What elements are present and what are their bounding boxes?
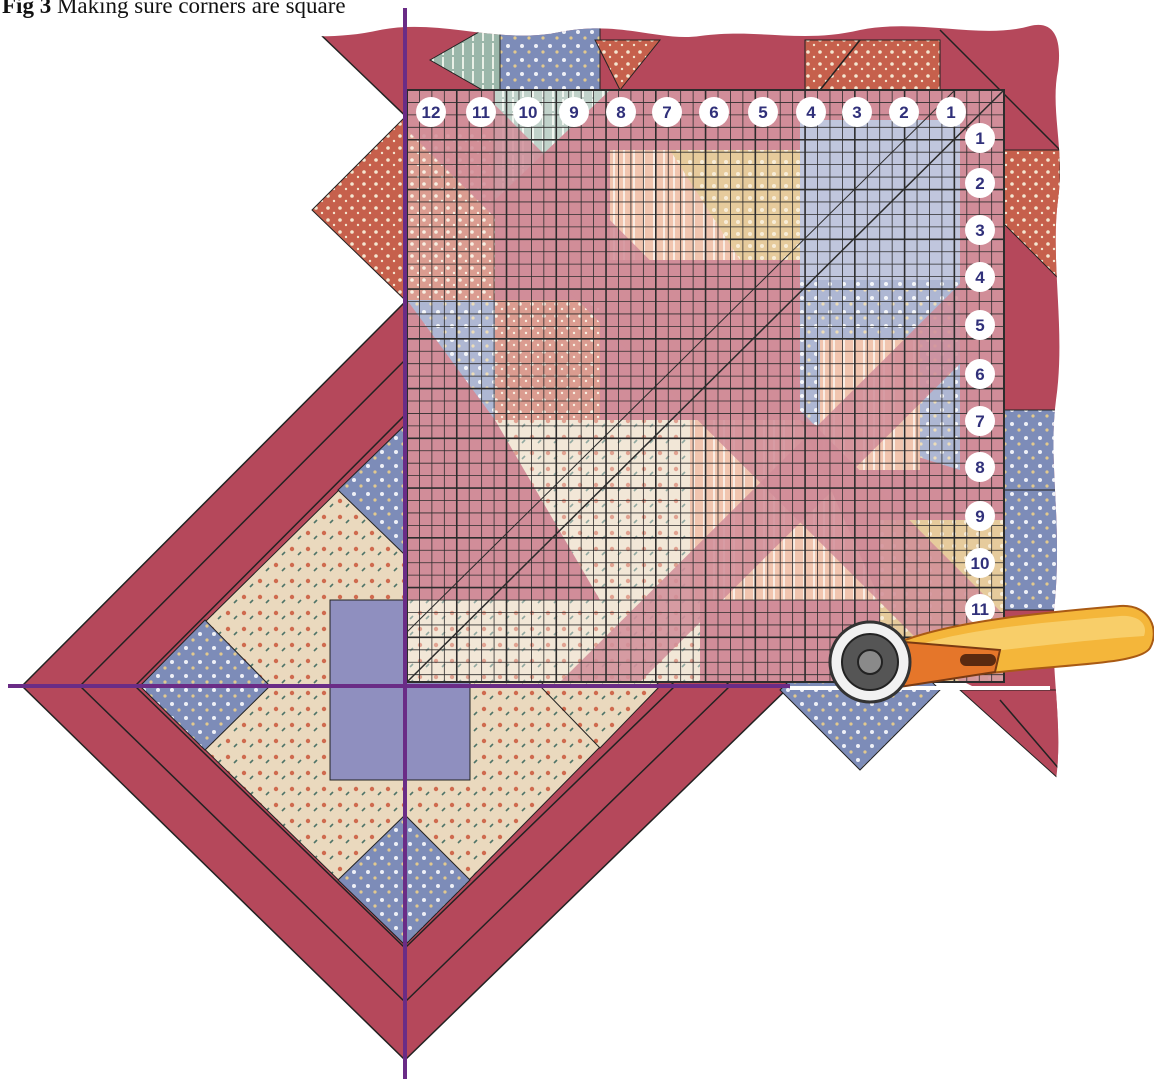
ruler-side-number: 2 [965,168,995,198]
ruler-top-number: 1 [936,97,966,127]
ruler-side-number-label: 4 [975,268,985,287]
ruler-side-number: 1 [965,123,995,153]
corner-triangle-top-2 [500,20,600,90]
ruler-side-number-label: 5 [975,316,984,335]
corner-triangle-right-2 [1000,410,1060,490]
ruler-top-number-label: 6 [709,103,718,122]
ruler-top-number-label: 7 [662,103,671,122]
ruler-side-number-label: 6 [975,365,984,384]
ruler-side-number: 6 [965,359,995,389]
ruler-top-number: 11 [466,97,496,127]
ruler-top-number: 10 [513,97,543,127]
ruler-top-number: 8 [606,97,636,127]
ruler-top-number: 4 [796,97,826,127]
ruler-side-number: 10 [965,548,995,578]
ruler-side-number-label: 3 [975,221,984,240]
ruler-side-number-label: 1 [975,129,984,148]
ruler-top-number: 2 [889,97,919,127]
ruler-side-number: 7 [965,406,995,436]
ruler-top-number: 12 [416,97,446,127]
ruler-top-number: 5 [748,97,778,127]
ruler-side-number-label: 11 [971,600,989,619]
ruler-top-number: 6 [699,97,729,127]
ruler-top-number-label: 10 [519,103,538,122]
ruler-top-number-label: 4 [806,103,816,122]
ruler-side-number-label: 2 [975,174,984,193]
ruler-top-number-label: 3 [852,103,861,122]
ruler-top-number-label: 2 [899,103,908,122]
ruler-side-number-label: 10 [971,554,990,573]
rotary-cutter-nut [858,650,882,674]
ruler-side-number: 8 [965,452,995,482]
ruler-top-number-label: 9 [569,103,578,122]
ruler-side-number-label: 8 [975,458,984,477]
ruler-side-number: 5 [965,310,995,340]
rotary-cutter-button [960,654,996,666]
ruler-side-number-label: 7 [975,412,984,431]
ruler-top-number-label: 5 [758,103,767,122]
ruler-top-number: 3 [842,97,872,127]
ruler-top-number-label: 12 [422,103,441,122]
ruler-top-number: 9 [559,97,589,127]
ruler-top-number: 7 [652,97,682,127]
corner-triangle-right-3 [1000,490,1060,610]
ruler-top-number-label: 8 [616,103,625,122]
ruler-side-number: 9 [965,501,995,531]
ruler-top-number-label: 11 [472,103,490,122]
ruler-top-number-label: 1 [946,103,955,122]
ruler-side-number: 4 [965,262,995,292]
ruler-side-number-label: 9 [975,507,984,526]
ruler-side-number: 3 [965,215,995,245]
corner-triangle-bottom-right [960,690,1060,780]
